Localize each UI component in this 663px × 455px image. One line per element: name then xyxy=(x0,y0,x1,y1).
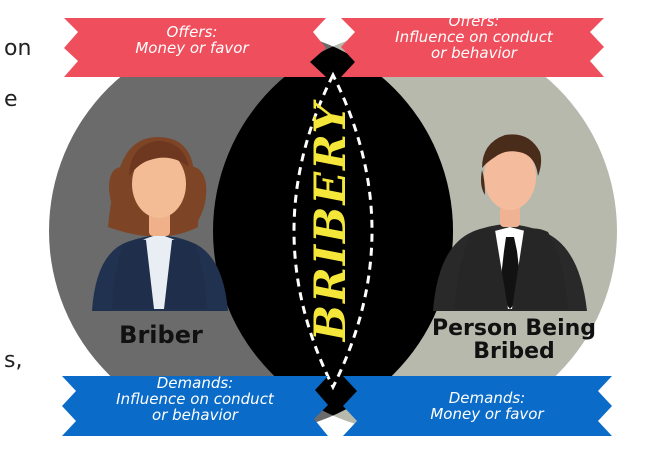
bottom-left-banner-text: Demands: Influence on conduct or behavio… xyxy=(76,374,314,424)
top-right-banner-title: Offers: xyxy=(448,12,500,30)
bottom-right-banner-line1: Money or favor xyxy=(430,404,544,423)
top-left-banner-line1: Money or favor xyxy=(135,38,249,57)
top-right-banner xyxy=(341,18,604,77)
person-bribed-icon xyxy=(433,134,587,311)
top-left-banner-title: Offers: xyxy=(166,23,218,41)
bottom-left-banner-line1: Influence on conduct xyxy=(116,389,274,408)
bottom-right-banner xyxy=(343,376,612,436)
person-being-bribed-label: Person Being Bribed xyxy=(429,317,599,363)
bribed-jacket-left xyxy=(454,228,508,309)
bottom-right-banner-title: Demands: xyxy=(448,389,526,407)
bribed-hair-left xyxy=(481,170,485,195)
briber-face xyxy=(132,150,186,218)
overlap-region xyxy=(213,29,453,433)
top-right-banner-line1: Influence on conduct xyxy=(395,27,553,46)
bottom-left-banner xyxy=(62,376,328,436)
left-edge-text-middle: e xyxy=(4,87,18,112)
briber-icon xyxy=(92,137,228,311)
overlap-outline xyxy=(292,71,374,391)
bribed-face xyxy=(484,144,536,210)
top-left-banner xyxy=(64,18,326,77)
top-right-banner-line2: or behavior xyxy=(431,43,517,62)
bottom-left-banner-title: Demands: xyxy=(156,374,234,392)
briber-side-hair-right xyxy=(187,165,207,224)
bribed-neck xyxy=(500,206,520,227)
person-being-bribed-line1: Person Being xyxy=(431,316,597,341)
briber-side-hair xyxy=(109,167,128,223)
bribed-jacket-right xyxy=(512,228,568,309)
bottom-left-banner-line2: or behavior xyxy=(152,405,238,424)
top-left-banner-text: Offers: Money or favor xyxy=(92,23,292,57)
briber-jacket-right xyxy=(164,239,207,309)
briber-label: Briber xyxy=(119,321,203,349)
left-edge-text-bottom: s, xyxy=(4,348,23,373)
briber-bangs xyxy=(129,141,189,176)
left-edge-text-top: on xyxy=(4,36,32,61)
bottom-right-banner-text: Demands: Money or favor xyxy=(384,389,590,423)
top-right-banner-text: Offers: Influence on conduct or behavior xyxy=(368,12,580,62)
person-being-bribed-line2: Bribed xyxy=(473,339,555,365)
bribery-label: BRIBERY xyxy=(306,98,356,343)
briber-jacket-left xyxy=(112,239,154,309)
bribed-hair xyxy=(482,134,542,176)
